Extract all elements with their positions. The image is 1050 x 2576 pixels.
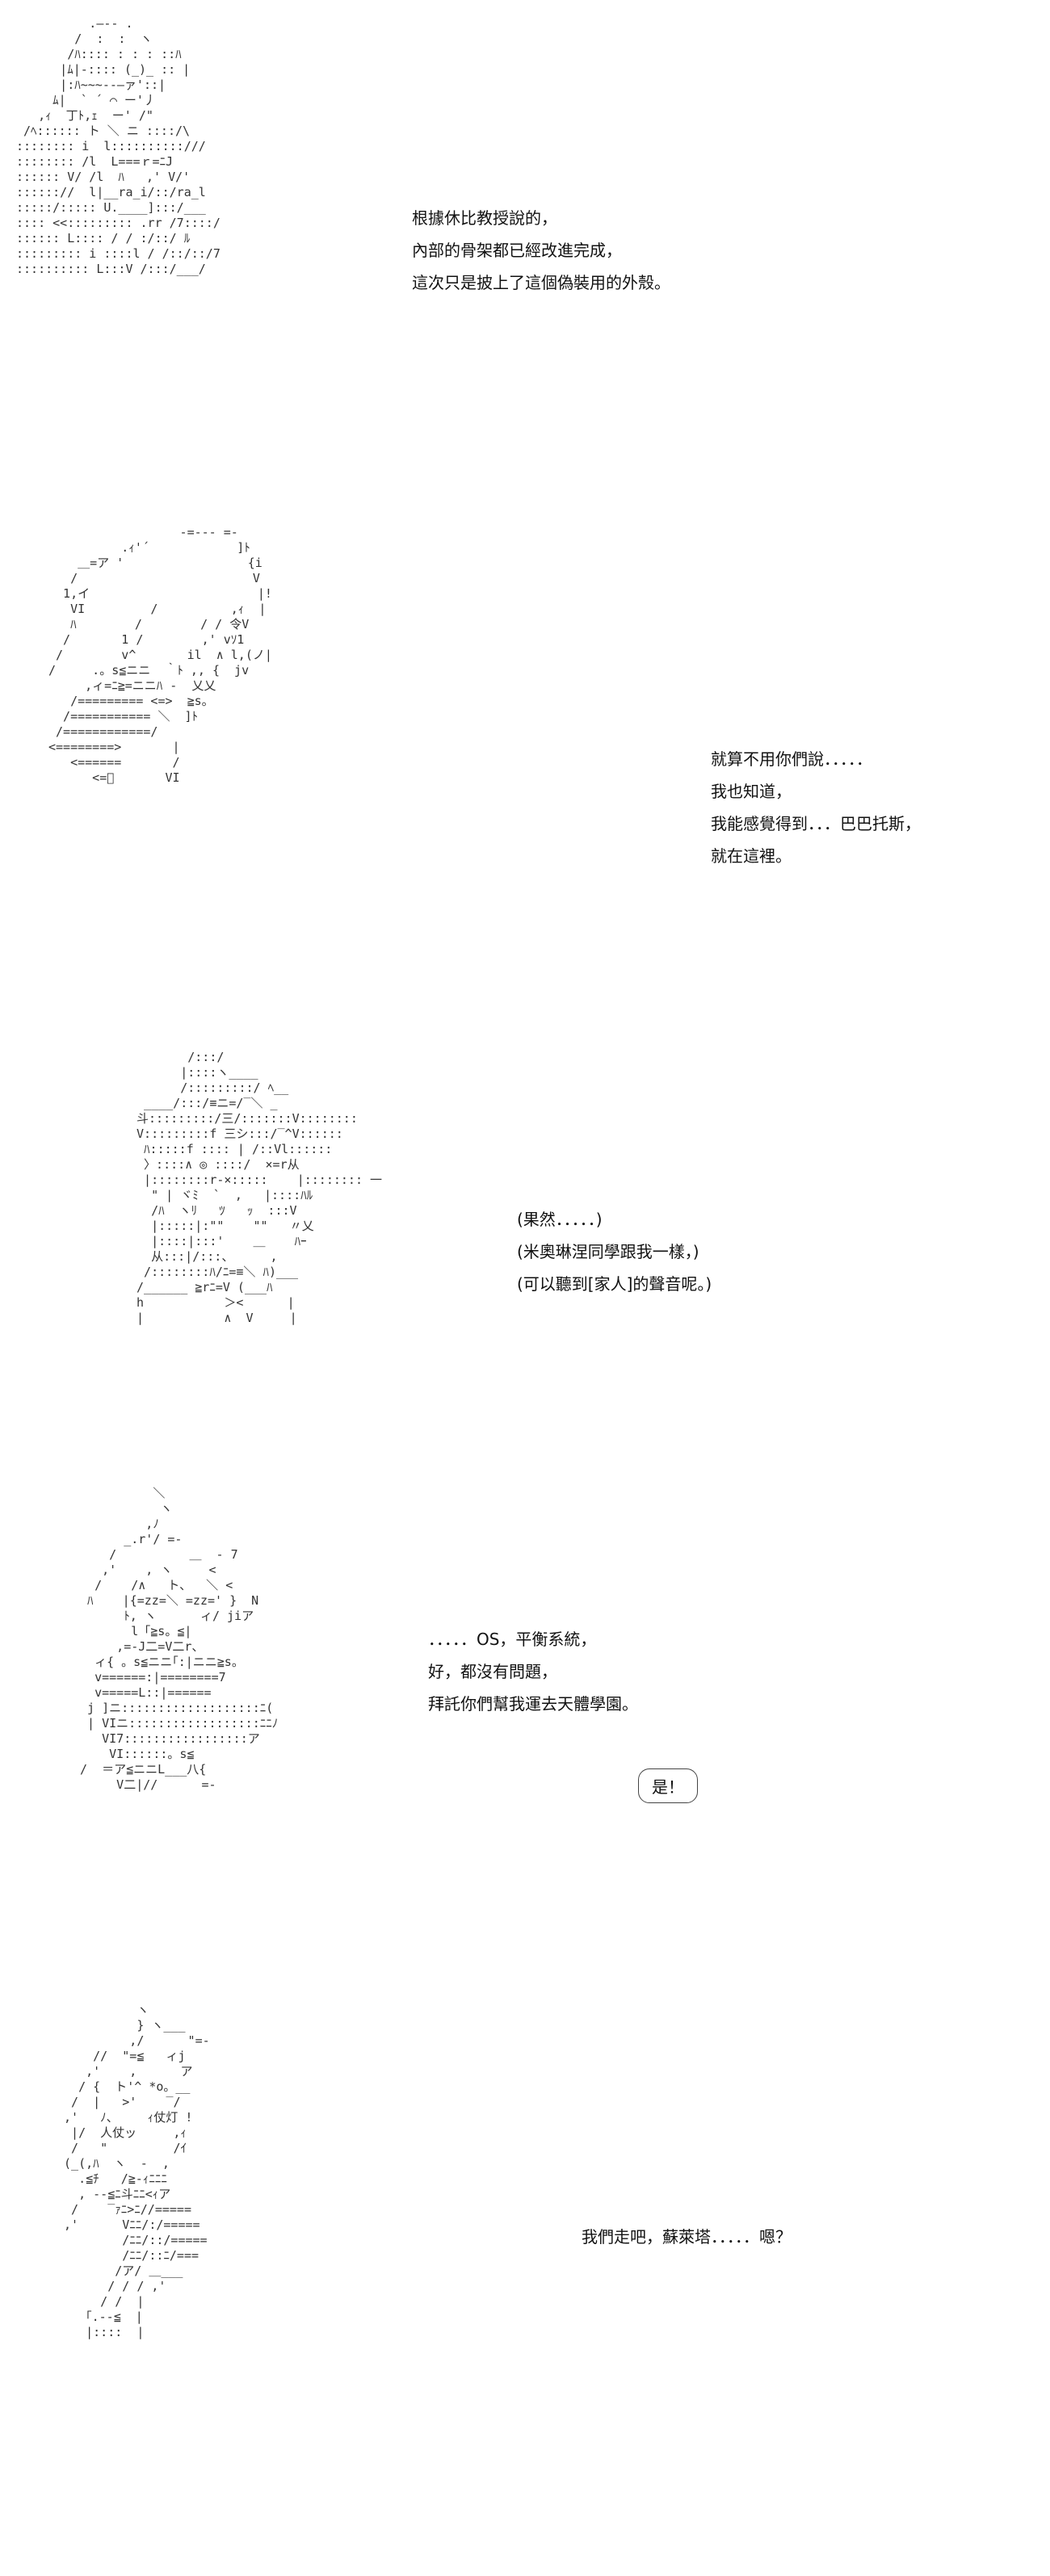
dialogue: ．．．．．OS，平衡系統， 好，都沒有問題， 拜託你們幫我運去天體學園。 — [428, 1623, 638, 1720]
dialogue-line: (果然．．．．．) — [517, 1210, 603, 1229]
panel-1: .―‐- . / : : ヽ /ﾊ:::: : : : ::ﾊ |ﾑ|‐::::… — [0, 0, 1050, 501]
ascii-art-character: /:::/ |::::ヽ____ /:::::::::/ ﾍ__ ____/::… — [136, 1050, 383, 1325]
dialogue-line: 拜託你們幫我運去天體學園。 — [428, 1694, 638, 1714]
dialogue-line: ．．．．．OS，平衡系統， — [428, 1630, 597, 1649]
dialogue-line: 我們走吧，蘇萊塔．．．．．嗯？ — [582, 2227, 792, 2247]
ascii-art-character: -=‐‐‐ =- .ｨ'´ ]ﾄ ＿=ア ' {i / V 1,イ |! VI … — [48, 525, 272, 785]
ascii-art-character: ヽ } ヽ___ ,/ "=- // "=≦ ィj ,' , ア / { ト'^… — [64, 2003, 210, 2339]
dialogue-line: 根據休比教授說的， — [412, 208, 557, 228]
panel-2: -=‐‐‐ =- .ｨ'´ ]ﾄ ＿=ア ' {i / V 1,イ |! VI … — [0, 501, 1050, 1017]
dialogue-line: (米奧琳涅同學跟我一樣，) — [517, 1242, 699, 1261]
ascii-art-character: ＼ ヽ ,ﾉ _.r'/ =- / ＿ - 7 ,' , ヽ < / /∧ ト、… — [80, 1486, 279, 1792]
dialogue-line: (可以聽到[家人]的聲音呢。) — [517, 1274, 712, 1294]
ascii-art-character: .―‐- . / : : ヽ /ﾊ:::: : : : ::ﾊ |ﾑ|‐::::… — [16, 16, 220, 276]
dialogue: 我們走吧，蘇萊塔．．．．．嗯？ — [582, 2221, 792, 2253]
dialogue: (果然．．．．．) (米奧琳涅同學跟我一樣，) (可以聽到[家人]的聲音呢。) — [517, 1203, 712, 1300]
panel-4: ＼ ヽ ,ﾉ _.r'/ =- / ＿ - 7 ,' , ヽ < / /∧ ト、… — [0, 1470, 1050, 1978]
dialogue-line: 這次只是披上了這個偽裝用的外殼。 — [412, 273, 670, 292]
dialogue-line: 好，都沒有問題， — [428, 1662, 557, 1681]
panel-3: /:::/ |::::ヽ____ /:::::::::/ ﾍ__ ____/::… — [0, 1017, 1050, 1470]
dialogue-line: 我也知道， — [711, 782, 792, 801]
dialogue-line: 就算不用你們說．．．．． — [711, 749, 872, 769]
dialogue: 根據休比教授說的， 內部的骨架都已經改進完成， 這次只是披上了這個偽裝用的外殼。 — [412, 202, 670, 299]
dialogue-line: 我能感覺得到．．．巴巴托斯， — [711, 814, 921, 833]
dialogue-line: 內部的骨架都已經改進完成， — [412, 241, 622, 260]
dialogue-line: 就在這裡。 — [711, 846, 792, 866]
speech-bubble: 是！ — [638, 1768, 698, 1803]
dialogue: 就算不用你們說．．．．． 我也知道， 我能感覺得到．．．巴巴托斯， 就在這裡。 — [711, 743, 921, 872]
panel-5: ヽ } ヽ___ ,/ "=- // "=≦ ィj ,' , ア / { ト'^… — [0, 1978, 1050, 2576]
